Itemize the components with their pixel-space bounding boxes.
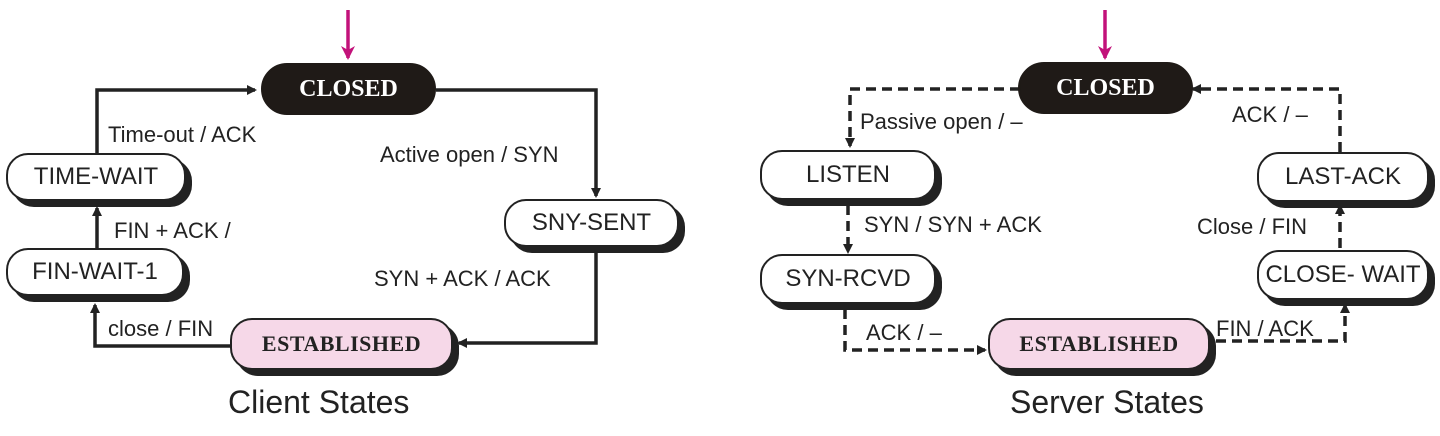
server-label-ack-dash: ACK / – [866,320,942,345]
server-state-syn-rcvd: SYN-RCVD [760,254,936,304]
server-edge-synrcvd-established [843,309,987,355]
server-state-established: ESTABLISHED [988,318,1210,370]
server-state-last-ack-label: LAST-ACK [1284,163,1402,190]
server-label-close-fin: Close / FIN [1197,214,1308,239]
client-label-active-open-syn: Active open / SYN [380,142,559,167]
client-label-fin-ack: FIN + ACK / [114,218,231,243]
client-state-time-wait-label: TIME-WAIT [33,163,159,190]
server-state-close-wait-label: CLOSE- WAIT [1265,261,1421,288]
client-title: Client States [228,384,410,420]
server-label-syn-synack: SYN / SYN + ACK [864,212,1042,237]
client-state-fin-wait-1-label: FIN-WAIT-1 [32,258,158,285]
server-edge-lastack-closed [1191,84,1342,152]
client-label-syn-ack-ack: SYN + ACK / ACK [374,266,551,291]
client-edge-closed-synsent [436,88,601,198]
client-state-time-wait: TIME-WAIT [6,153,186,201]
server-state-closed-label: CLOSED [1056,74,1155,101]
client-edge-synsent-established [457,252,598,348]
client-state-fin-wait-1: FIN-WAIT-1 [6,248,184,296]
server-label-last-ack-dash: ACK / – [1232,102,1308,127]
client-state-established-label: ESTABLISHED [261,331,422,356]
server-state-last-ack: LAST-ACK [1257,152,1429,202]
server-state-established-label: ESTABLISHED [1019,331,1179,356]
client-edge-timewait-closed [95,85,257,153]
server-state-close-wait: CLOSE- WAIT [1257,250,1429,300]
server-state-listen: LISTEN [760,150,936,200]
server-state-closed: CLOSED [1018,62,1193,114]
client-state-closed: CLOSED [261,63,436,115]
client-state-syn-sent-label: SNY-SENT [531,209,652,236]
server-edge-closed-listen [845,87,1020,148]
server-label-fin-ack: FIN / ACK [1216,316,1314,341]
client-state-closed-label: CLOSED [299,75,398,102]
client-label-close-fin: close / FIN [108,316,214,341]
client-edge-established-finwait1 [90,303,230,348]
client-state-syn-sent: SNY-SENT [504,199,679,247]
server-title: Server States [1010,384,1204,420]
client-label-timeout-ack: Time-out / ACK [108,122,257,147]
server-label-passive-open: Passive open / – [860,109,1023,134]
server-state-syn-rcvd-label: SYN-RCVD [785,265,911,292]
server-state-listen-label: LISTEN [805,161,891,188]
server-edge-established-closewait [1216,303,1350,343]
client-state-established: ESTABLISHED [230,318,453,370]
